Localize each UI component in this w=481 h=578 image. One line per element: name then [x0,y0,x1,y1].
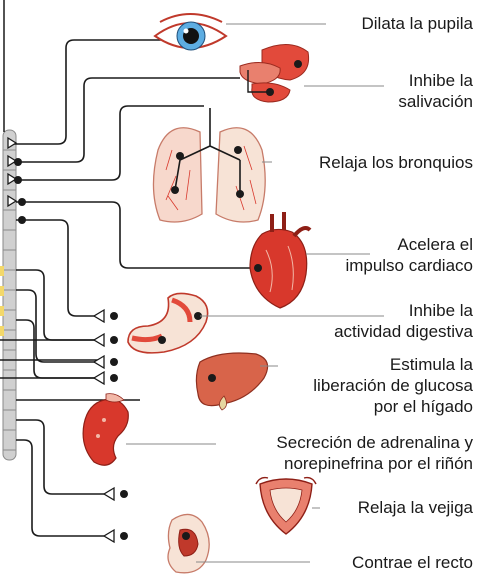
lungs-organ [153,108,265,222]
label-heart: Acelera el impulso cardiaco [345,234,473,276]
bladder-organ [256,478,316,534]
label-bladder: Relaja la vejiga [358,497,473,518]
heart-organ [250,212,310,308]
salivary-organ [240,44,309,102]
label-liver: Estimula la liberación de glucosa por el… [313,354,473,417]
liver-organ [196,353,267,410]
rectum-organ [168,514,209,572]
kidney-organ [83,394,128,466]
eye-organ [155,14,226,50]
label-stomach: Inhibe la actividad digestiva [334,300,473,342]
stomach-organ [128,293,208,352]
spinal-column [0,0,16,460]
label-rectum: Contrae el recto [352,552,473,573]
label-lungs: Relaja los bronquios [319,152,473,173]
nerve-paths [0,40,258,536]
label-kidney: Secreción de adrenalina y norepinefrina … [276,432,473,474]
label-salivary: Inhibe la salivación [398,70,473,112]
junction-dots [14,158,128,540]
label-eye: Dilata la pupila [361,13,473,34]
